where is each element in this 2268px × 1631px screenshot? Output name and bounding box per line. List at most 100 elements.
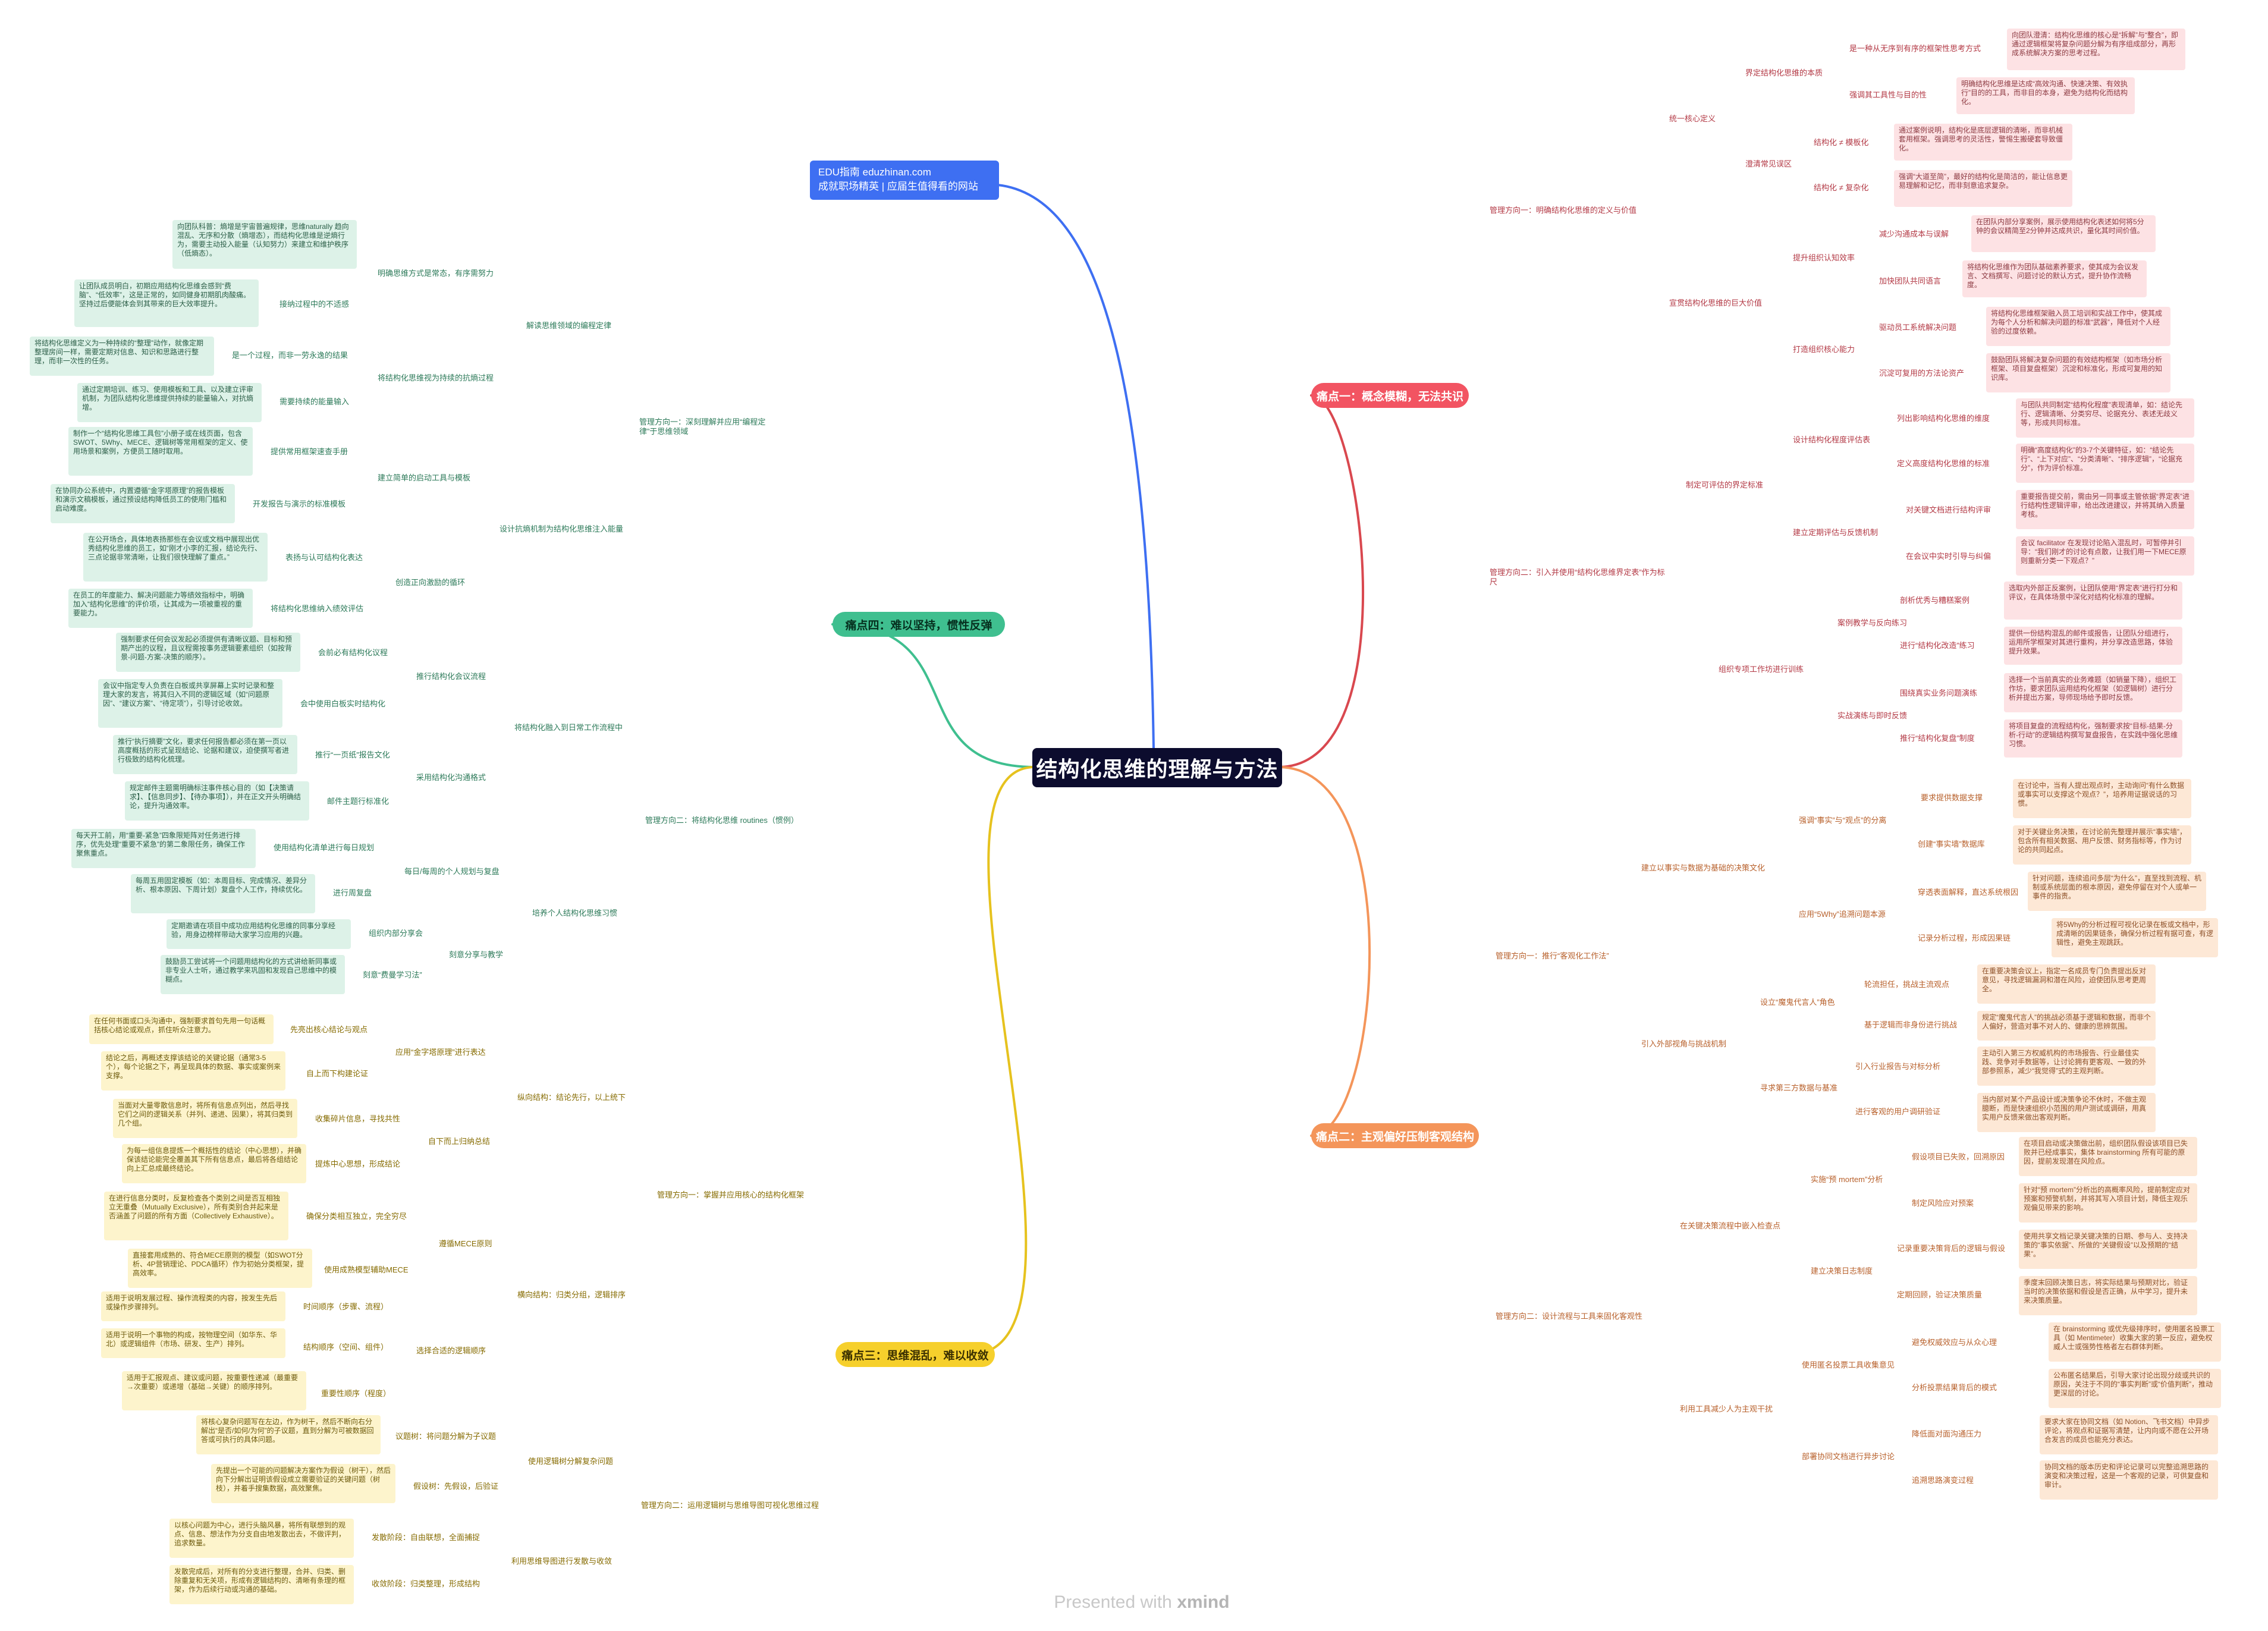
pain3-a1b2[interactable]: 提炼中心思想，形成结论 (315, 1159, 401, 1168)
pain3-b1[interactable]: 使用逻辑树分解复杂问题 (528, 1457, 614, 1466)
pain2-b1a[interactable]: 实施“预 mortem”分析 (1811, 1175, 1883, 1184)
pain4-dir-b[interactable]: 管理方向二：将结构化思维 routines（惯例） (645, 816, 799, 825)
pain2-b2a1[interactable]: 避免权威效应与从众心理 (1912, 1338, 1997, 1347)
pain3-a1b1[interactable]: 收集碎片信息，寻找共性 (315, 1114, 401, 1123)
pain4-a2a1[interactable]: 提供常用框架速查手册 (271, 447, 348, 456)
pain4-b1b[interactable]: 采用结构化沟通格式 (416, 773, 486, 782)
pain3-a1a2[interactable]: 自上而下构建论证 (306, 1069, 369, 1078)
pain3-a2a[interactable]: 遵循MECE原则 (439, 1239, 492, 1248)
pain2-topic[interactable]: 痛点二：主观偏好压制客观结构 (1311, 1123, 1479, 1148)
pain2-a2a2[interactable]: 基于逻辑而非身份进行挑战 (1864, 1020, 1958, 1029)
pain1-a1[interactable]: 统一核心定义 (1669, 114, 1716, 123)
pain3-b1b[interactable]: 假设树：先假设，后验证 (413, 1482, 499, 1491)
pain1-topic[interactable]: 痛点一：概念模糊，无法共识 (1311, 383, 1469, 408)
pain4-a1a[interactable]: 明确思维方式是常态，有序需努力 (378, 269, 494, 278)
pain1-a1a2[interactable]: 强调其工具性与目的性 (1849, 90, 1927, 99)
pain2-b2b2[interactable]: 追溯思路演变过程 (1912, 1476, 1974, 1485)
pain3-dir-b[interactable]: 管理方向二：运用逻辑树与思维导图可视化思维过程 (641, 1501, 819, 1510)
pain3-b2b[interactable]: 收敛阶段：归类整理，形成结构 (372, 1579, 480, 1588)
pain1-dir-a[interactable]: 管理方向一：明确结构化思维的定义与价值 (1490, 206, 1637, 215)
pain1-b2a1[interactable]: 剖析优秀与糟糕案例 (1900, 596, 1970, 605)
pain2-a1a[interactable]: 强调“事实”与“观点”的分离 (1799, 816, 1887, 825)
pain2-a2b2[interactable]: 进行客观的用户调研验证 (1855, 1107, 1941, 1116)
pain3-a2b[interactable]: 选择合适的逻辑顺序 (416, 1346, 486, 1355)
central-topic[interactable]: 结构化思维的理解与方法 (1032, 748, 1282, 787)
pain2-b2b1[interactable]: 降低面对面沟通压力 (1912, 1429, 1982, 1438)
pain2-a2a[interactable]: 设立“魔鬼代言人”角色 (1760, 998, 1835, 1007)
pain3-topic[interactable]: 痛点三：思维混乱，难以收敛 (835, 1342, 995, 1367)
pain4-a1b[interactable]: 将结构化思维视为持续的抗熵过程 (378, 373, 494, 382)
pain1-b1b2[interactable]: 在会议中实时引导与纠偏 (1906, 552, 1991, 561)
pain4-a2[interactable]: 设计抗熵机制为结构化思维注入能量 (500, 524, 624, 533)
pain4-b2b[interactable]: 刻意分享与教学 (449, 950, 504, 959)
pain2-b1a2[interactable]: 制定风险应对预案 (1912, 1199, 1974, 1208)
pain4-b2a1[interactable]: 使用结构化清单进行每日规划 (274, 843, 375, 852)
pain3-a2a2[interactable]: 使用成熟模型辅助MECE (324, 1265, 409, 1274)
pain3-b2[interactable]: 利用思维导图进行发散与收敛 (511, 1557, 612, 1566)
site-callout[interactable]: EDU指南 eduzhinan.com 成就职场精英 | 应届生值得看的网站 (810, 161, 999, 200)
pain1-a1b1[interactable]: 结构化 ≠ 模板化 (1814, 138, 1869, 147)
pain3-a2b2[interactable]: 结构顺序（空间、组件） (303, 1343, 389, 1352)
pain1-b2b[interactable]: 实战演练与即时反馈 (1837, 711, 1908, 720)
pain2-a2a1[interactable]: 轮流担任，挑战主流观点 (1864, 980, 1950, 989)
pain4-a2a2[interactable]: 开发报告与演示的标准模板 (253, 499, 346, 508)
pain4-a1b2[interactable]: 需要持续的能量输入 (279, 397, 350, 406)
pain1-dir-b[interactable]: 管理方向二：引入并使用“结构化思维界定表”作为标尺 (1490, 568, 1665, 586)
pain2-b1b1[interactable]: 记录重要决策背后的逻辑与假设 (1897, 1244, 2006, 1253)
pain2-b1b[interactable]: 建立决策日志制度 (1811, 1267, 1873, 1275)
pain1-a2b[interactable]: 打造组织核心能力 (1793, 345, 1855, 354)
pain4-topic[interactable]: 痛点四：难以坚持，惯性反弹 (833, 612, 1005, 637)
pain4-b1[interactable]: 将结构化融入到日常工作流程中 (514, 723, 623, 732)
pain2-dir-a[interactable]: 管理方向一：推行“客观化工作法” (1496, 951, 1609, 960)
pain1-a2a[interactable]: 提升组织认知效率 (1793, 253, 1855, 262)
pain2-a1a2[interactable]: 创建“事实墙”数据库 (1918, 840, 1985, 849)
pain4-a1b1[interactable]: 是一个过程，而非一劳永逸的结果 (232, 351, 348, 360)
pain1-b2[interactable]: 组织专项工作坊进行训练 (1719, 665, 1804, 674)
pain1-b2a2[interactable]: 进行“结构化改造”练习 (1900, 641, 1975, 650)
pain2-a2[interactable]: 引入外部视角与挑战机制 (1641, 1039, 1727, 1048)
pain1-a2[interactable]: 宣贯结构化思维的巨大价值 (1669, 298, 1763, 307)
pain1-b2b1[interactable]: 围绕真实业务问题演练 (1900, 689, 1978, 697)
pain3-b1a[interactable]: 议题树：将问题分解为子议题 (395, 1432, 497, 1441)
pain2-b2b[interactable]: 部署协同文档进行异步讨论 (1802, 1452, 1895, 1461)
pain2-a1[interactable]: 建立以事实与数据为基础的决策文化 (1641, 863, 1766, 872)
pain4-b2[interactable]: 培养个人结构化思维习惯 (532, 909, 618, 917)
pain2-a1b2[interactable]: 记录分析过程，形成因果链 (1918, 934, 2011, 942)
pain4-b1a2[interactable]: 会中使用白板实时结构化 (300, 699, 386, 708)
pain1-a1b2[interactable]: 结构化 ≠ 复杂化 (1814, 183, 1869, 192)
pain2-dir-b[interactable]: 管理方向二：设计流程与工具来固化客观性 (1496, 1312, 1643, 1321)
pain1-b2b2[interactable]: 推行“结构化复盘”制度 (1900, 734, 1975, 743)
pain4-b1a1[interactable]: 会前必有结构化议程 (318, 648, 388, 657)
pain3-a1b[interactable]: 自下而上归纳总结 (428, 1137, 491, 1146)
pain1-b1a1[interactable]: 列出影响结构化思维的维度 (1897, 414, 1990, 423)
pain2-b1a1[interactable]: 假设项目已失败，回溯原因 (1912, 1152, 2005, 1161)
pain3-b2a[interactable]: 发散阶段：自由联想，全面捕捉 (372, 1533, 480, 1542)
pain4-a2b2[interactable]: 将结构化思维纳入绩效评估 (271, 604, 364, 613)
pain2-a1a1[interactable]: 要求提供数据支撑 (1921, 793, 1983, 802)
pain1-b1a2[interactable]: 定义高度结构化思维的标准 (1897, 459, 1990, 468)
pain4-b1b1[interactable]: 推行“一页纸”报告文化 (315, 750, 390, 759)
pain1-b1a[interactable]: 设计结构化程度评估表 (1793, 435, 1871, 444)
pain4-b2a2[interactable]: 进行周复盘 (333, 888, 372, 897)
pain4-b1b2[interactable]: 邮件主题行标准化 (327, 797, 389, 806)
pain4-a2b1[interactable]: 表扬与认可结构化表达 (285, 553, 363, 562)
pain1-b1b1[interactable]: 对关键文档进行结构评审 (1906, 505, 1991, 514)
pain1-a1b[interactable]: 澄清常见误区 (1745, 159, 1792, 168)
pain1-b2a[interactable]: 案例教学与反向练习 (1837, 618, 1908, 627)
pain2-a2b[interactable]: 寻求第三方数据与基准 (1760, 1083, 1838, 1092)
pain2-b2a[interactable]: 使用匿名投票工具收集意见 (1802, 1360, 1895, 1369)
pain4-b2a[interactable]: 每日/每周的个人规划与复盘 (404, 867, 500, 876)
pain3-a1[interactable]: 纵向结构：结论先行，以上统下 (517, 1093, 626, 1102)
pain1-a2b1[interactable]: 驱动员工系统解决问题 (1879, 323, 1957, 332)
pain1-a2a1[interactable]: 减少沟通成本与误解 (1879, 230, 1949, 238)
pain4-a1a2[interactable]: 接纳过程中的不适感 (279, 300, 350, 309)
pain3-a1a[interactable]: 应用“金字塔原理”进行表达 (395, 1048, 486, 1057)
pain2-b2[interactable]: 利用工具减少人为主观干扰 (1680, 1404, 1773, 1413)
pain2-b2a2[interactable]: 分析投票结果背后的模式 (1912, 1383, 1997, 1392)
pain4-a2a[interactable]: 建立简单的启动工具与模板 (378, 473, 471, 482)
pain1-a2b2[interactable]: 沉淀可复用的方法论资产 (1879, 369, 1965, 378)
pain3-a2b1[interactable]: 时间顺序（步骤、流程） (303, 1302, 389, 1311)
pain3-a1a1[interactable]: 先亮出核心结论与观点 (290, 1025, 368, 1034)
pain4-b1a[interactable]: 推行结构化会议流程 (416, 672, 486, 681)
pain2-a1b1[interactable]: 穿透表面解释，直达系统根因 (1918, 888, 2019, 897)
